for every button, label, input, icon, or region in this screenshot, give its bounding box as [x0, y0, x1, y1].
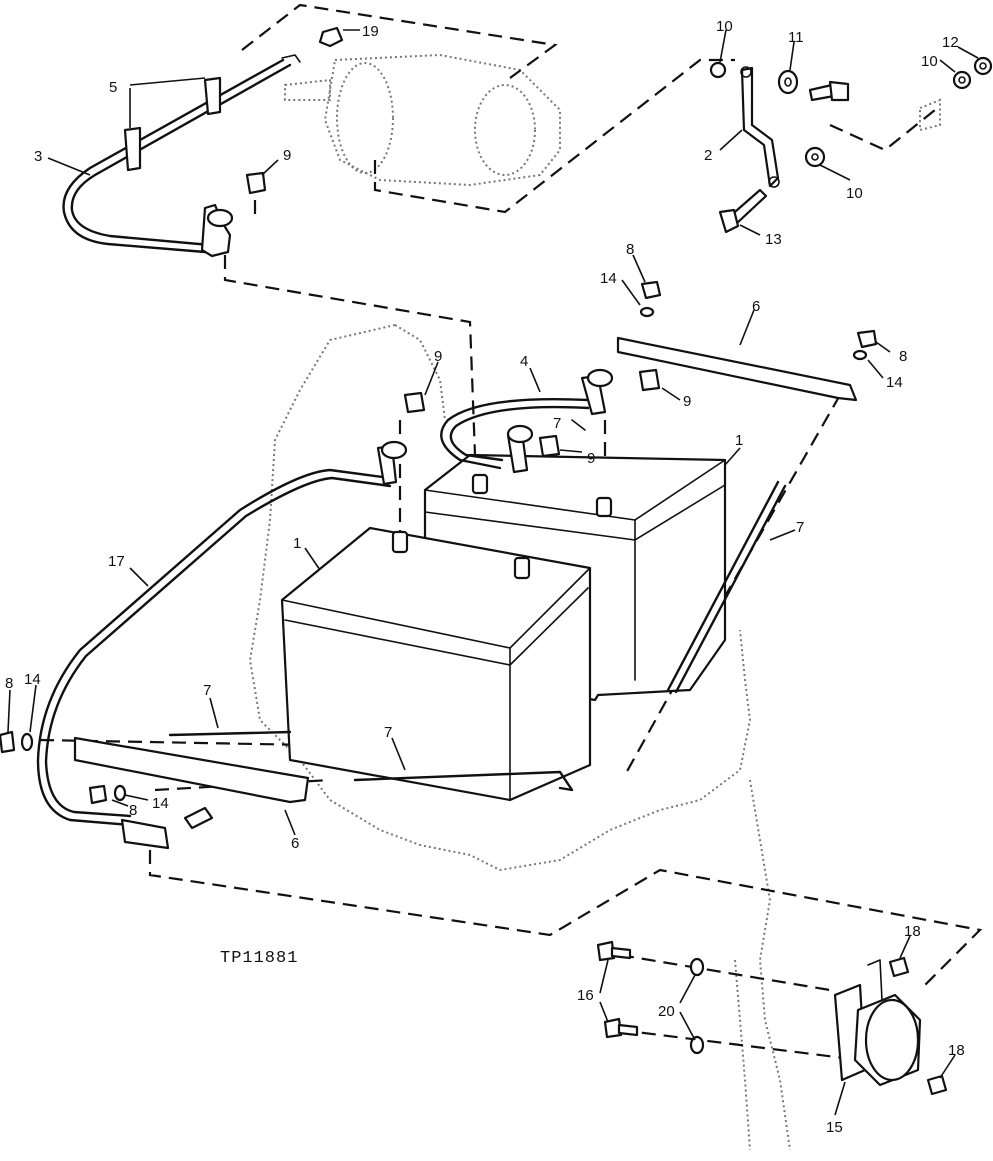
lockwasher-20-bottom — [689, 1035, 705, 1055]
lockwasher-10-mid — [804, 146, 826, 168]
callout-8-d: 8 — [129, 802, 137, 819]
callout-1-b: 1 — [293, 535, 301, 552]
battery-cable-3 — [62, 54, 301, 258]
callout-8-c: 8 — [5, 675, 13, 692]
callout-18-a: 18 — [904, 923, 921, 940]
bolt-bottom — [183, 806, 214, 830]
callout-12: 12 — [942, 34, 959, 51]
callout-14-a: 14 — [600, 270, 617, 287]
callout-18-b: 18 — [948, 1042, 965, 1059]
callout-13: 13 — [765, 231, 782, 248]
terminal-cap-9-d — [538, 434, 561, 458]
hold-down-rod-7-bottom — [353, 770, 574, 792]
lockwasher-20-top — [689, 957, 705, 977]
callout-17: 17 — [108, 553, 125, 570]
capscrew-13 — [718, 188, 768, 234]
hold-down-rod-7-right — [666, 480, 787, 694]
nut-8-top — [640, 280, 662, 300]
lockwasher-10-top — [709, 61, 727, 79]
hold-down-bar-6-bottom — [73, 736, 310, 804]
starter-motor-ghost-outline — [284, 53, 561, 187]
callout-8-b: 8 — [899, 348, 907, 365]
callout-10-c: 10 — [846, 185, 863, 202]
callout-10-a: 10 — [716, 18, 733, 35]
nut-18-top — [888, 956, 910, 978]
callout-9-c: 9 — [683, 393, 691, 410]
terminal-stud-ghost — [919, 98, 941, 132]
callout-15: 15 — [826, 1119, 843, 1136]
callout-14-d: 14 — [152, 795, 169, 812]
callout-8-a: 8 — [626, 241, 634, 258]
nut-8-right — [856, 329, 878, 349]
callout-5: 5 — [109, 79, 117, 96]
callout-1-a: 1 — [735, 432, 743, 449]
washer-14-right — [852, 349, 868, 361]
callout-7-b: 7 — [796, 519, 804, 536]
terminal-cap-9-b — [403, 391, 426, 414]
callout-11: 11 — [788, 29, 804, 46]
bolt-11-right — [808, 80, 850, 102]
callout-7-a: 7 — [553, 415, 561, 432]
frame-ghost-outline — [248, 324, 791, 1151]
battery-1-front — [280, 526, 592, 802]
screw-16-bottom — [603, 1017, 639, 1039]
washer-11 — [777, 69, 799, 95]
callout-6-b: 6 — [291, 835, 299, 852]
callout-20: 20 — [658, 1003, 675, 1020]
lockwasher-10-right — [952, 70, 972, 90]
figure-reference-id: TP11881 — [220, 949, 298, 968]
callout-7-d: 7 — [384, 724, 392, 741]
battery-cable-17 — [36, 440, 408, 850]
ground-strap-2 — [740, 66, 780, 188]
callout-4: 4 — [520, 353, 528, 370]
callout-7-c: 7 — [203, 682, 211, 699]
callout-14-b: 14 — [886, 374, 903, 391]
nut-8-bottom — [88, 784, 108, 805]
hold-down-rod-7-top — [571, 419, 586, 431]
callout-16: 16 — [577, 987, 594, 1004]
jumper-cable-4 — [440, 368, 614, 474]
nut-8-left — [0, 730, 16, 754]
leader-lines — [7, 29, 979, 1116]
callout-6-a: 6 — [752, 298, 760, 315]
callout-9-d: 9 — [587, 450, 595, 467]
hold-down-bar-6-top — [616, 336, 858, 402]
nut-18-bottom — [926, 1074, 948, 1096]
terminal-cap-9-a — [245, 171, 267, 195]
nut-12 — [973, 56, 993, 76]
washer-14-top — [639, 306, 655, 318]
callout-14-c: 14 — [24, 671, 41, 688]
callout-3: 3 — [34, 148, 42, 165]
screw-16-top — [596, 940, 632, 962]
callout-10-b: 10 — [921, 53, 938, 70]
callout-labels: 19 5 3 9 10 11 12 10 2 10 13 8 14 6 8 14… — [5, 18, 965, 1136]
washer-14-left — [20, 732, 34, 752]
washer-14-bottom — [113, 784, 127, 802]
callout-9-b: 9 — [434, 348, 442, 365]
solenoid-15 — [833, 959, 922, 1087]
nut-19 — [318, 26, 344, 48]
callout-19: 19 — [362, 23, 379, 40]
hold-down-rod-7-left — [168, 730, 292, 737]
terminal-cap-9-c — [638, 368, 661, 392]
callout-9-a: 9 — [283, 147, 291, 164]
callout-2: 2 — [704, 147, 712, 164]
